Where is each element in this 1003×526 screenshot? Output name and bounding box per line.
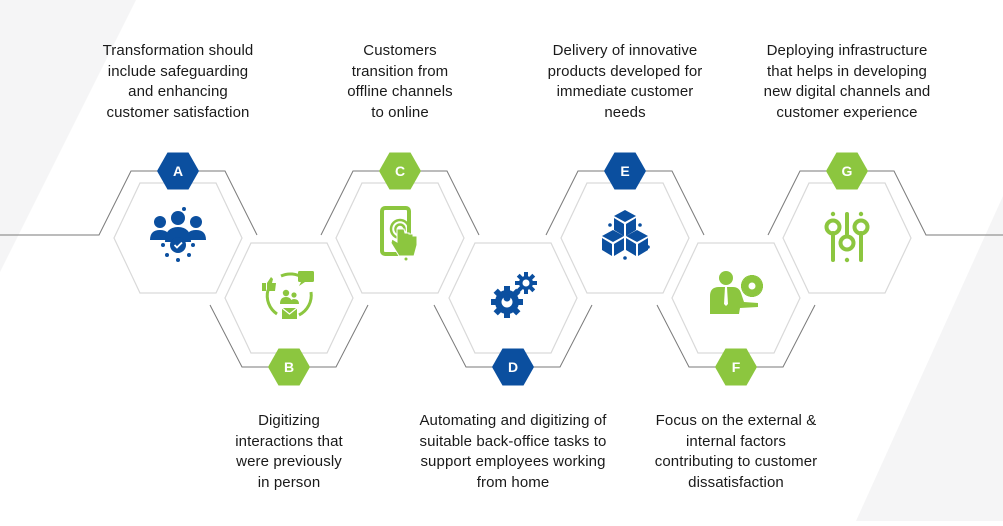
caption-line: internal factors: [686, 432, 786, 450]
step-badge: [379, 152, 421, 190]
hex-cell-a: A: [113, 152, 243, 294]
step-badge: [492, 348, 534, 386]
caption-line: Automating and digitizing of: [419, 412, 607, 429]
caption-d: Automating and digitizing of suitable bac…: [393, 411, 633, 493]
caption-f: Focus on the external & internal factors c…: [616, 411, 856, 493]
caption-line: customer experience: [776, 103, 918, 121]
touch-mobile-icon: [380, 206, 418, 261]
caption-e: Delivery of innovative products developed…: [505, 41, 745, 123]
hexagon-cells: A B C D E F G: [113, 152, 912, 386]
caption-line: were previously: [236, 453, 342, 470]
caption-line: new digital channels and: [763, 83, 931, 100]
step-badge: [826, 152, 868, 190]
step-badge-letter: D: [508, 359, 518, 375]
step-badge-letter: G: [842, 163, 853, 179]
hex-cell-c: C: [335, 152, 465, 294]
caption-line: dissatisfaction: [688, 473, 784, 491]
caption-line: offline channels: [347, 83, 453, 100]
step-badge-letter: E: [620, 163, 629, 179]
caption-line: from home: [476, 473, 550, 491]
caption-line: suitable back-office tasks to: [419, 432, 607, 450]
hex-cell-f: F: [671, 242, 801, 386]
gears-automation-icon: [491, 272, 537, 318]
infrastructure-sliders-icon: [824, 211, 870, 263]
caption-line: that helps in developing: [766, 62, 928, 80]
caption-line: support employees working: [420, 453, 606, 470]
step-badge-letter: B: [284, 359, 294, 375]
hex-cell-g: G: [782, 152, 912, 294]
caption-line: include safeguarding: [107, 62, 249, 80]
product-cubes-icon: [602, 210, 650, 260]
step-badge-letter: A: [173, 163, 183, 179]
businessman-gear-icon: [710, 271, 763, 314]
caption-line: needs: [604, 103, 646, 121]
caption-line: products developed for: [547, 62, 703, 80]
caption-line: Customers: [363, 42, 437, 59]
caption-c: Customers transition from offline channels…: [280, 41, 520, 123]
hex-cell-b: B: [224, 242, 354, 386]
caption-line: immediate customer: [556, 83, 694, 100]
step-badge: [268, 348, 310, 386]
caption-line: in person: [257, 473, 321, 491]
caption-line: customer satisfaction: [106, 103, 250, 121]
customer-satisfaction-icon: [150, 207, 206, 262]
background-band-bottom-right: [856, 196, 1003, 521]
step-badge-letter: C: [395, 163, 405, 179]
caption-line: Transformation should: [102, 42, 254, 59]
background-band-top-left: [0, 0, 136, 272]
caption-line: transition from: [351, 62, 449, 80]
caption-line: and enhancing: [128, 83, 228, 100]
caption-line: interactions that: [235, 432, 343, 450]
hex-cell-d: D: [448, 242, 578, 386]
caption-g: Deploying infrastructure that helps in de…: [727, 41, 967, 123]
caption-line: Focus on the external &: [655, 412, 817, 429]
caption-line: Digitizing: [258, 412, 320, 429]
hex-cell-e: E: [560, 152, 690, 294]
caption-line: Delivery of innovative: [552, 42, 698, 59]
caption-line: contributing to customer: [654, 453, 818, 470]
caption-a: Transformation should include safeguardin…: [58, 41, 298, 123]
digital-interactions-icon: [262, 271, 314, 319]
caption-line: Deploying infrastructure: [766, 42, 928, 59]
caption-b: Digitizing interactions that were previous…: [169, 411, 409, 493]
caption-line: to online: [371, 103, 429, 121]
step-badge: [715, 348, 757, 386]
inner-hexagon: [560, 182, 690, 294]
step-badge-letter: F: [732, 359, 741, 375]
step-badge: [604, 152, 646, 190]
step-badge: [157, 152, 199, 190]
